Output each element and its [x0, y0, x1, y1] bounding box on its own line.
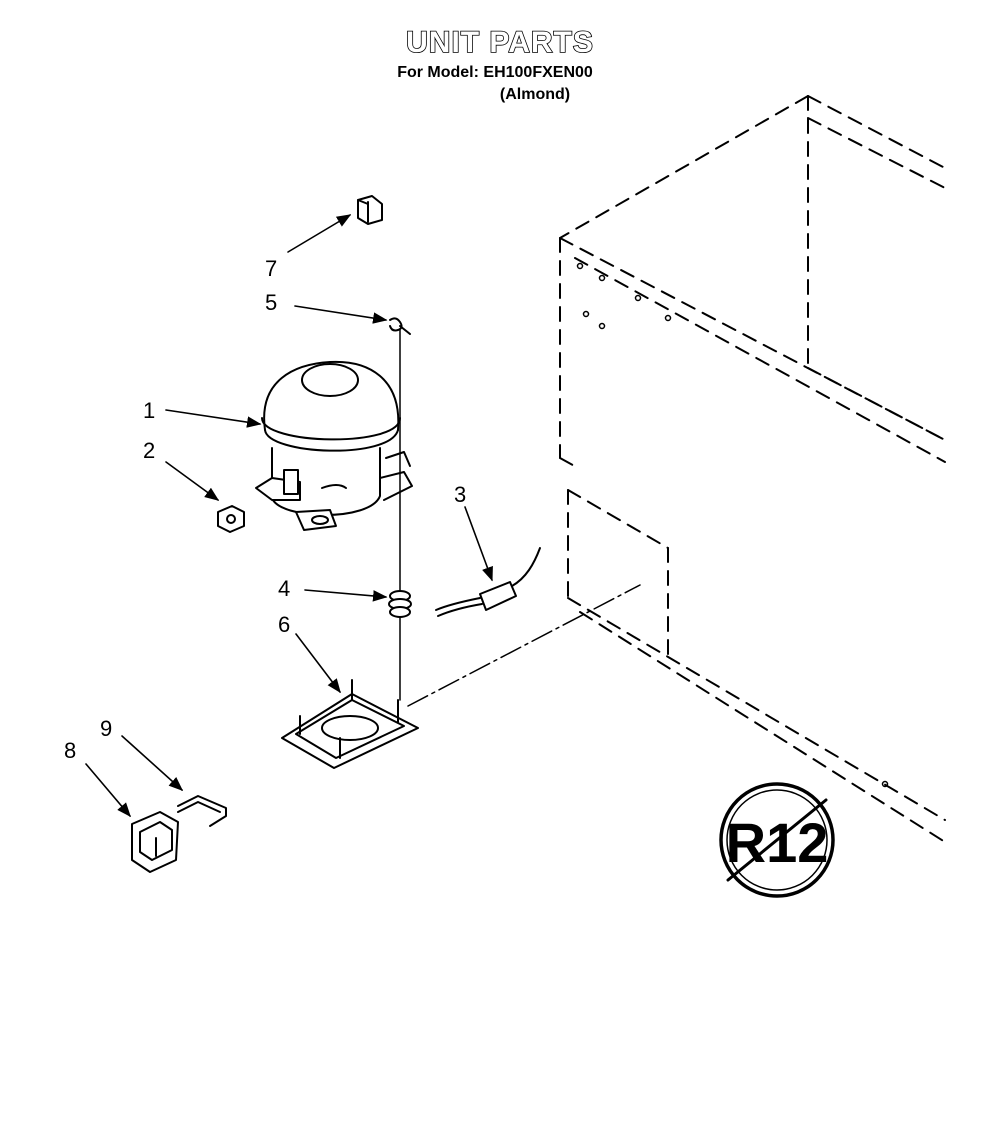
part-6-base-plate — [281, 679, 419, 769]
callout-8: 8 — [64, 738, 76, 763]
leader-arrows — [85, 214, 493, 818]
refrigerant-badge: R12 — [719, 782, 835, 898]
part-5-clip — [389, 317, 411, 335]
part-9-bracket — [177, 795, 227, 827]
part-2-grommet — [217, 505, 245, 533]
part-4-spring — [388, 590, 412, 618]
callout-1: 1 — [143, 398, 155, 423]
callout-9: 9 — [100, 716, 112, 741]
part-3-overload — [435, 547, 541, 617]
callout-7: 7 — [265, 256, 277, 281]
part-8-relay-cover — [131, 811, 179, 873]
cabinet-mounting-holes — [576, 262, 889, 788]
refrigerant-badge-text: R12 — [726, 811, 829, 874]
callout-5: 5 — [265, 290, 277, 315]
part-1-compressor — [255, 360, 413, 531]
callout-2: 2 — [143, 438, 155, 463]
model-number: For Model: EH100FXEN00 — [397, 64, 593, 81]
cabinet-outline — [559, 95, 946, 843]
callout-labels: 1 2 3 4 5 6 7 8 9 — [64, 256, 466, 763]
alignment-line-base — [407, 584, 641, 707]
callout-6: 6 — [278, 612, 290, 637]
part-7-relay — [357, 195, 383, 225]
page-title: UNIT PARTS — [405, 25, 594, 60]
model-color: (Almond) — [499, 86, 571, 103]
callout-4: 4 — [278, 576, 290, 601]
callout-3: 3 — [454, 482, 466, 507]
